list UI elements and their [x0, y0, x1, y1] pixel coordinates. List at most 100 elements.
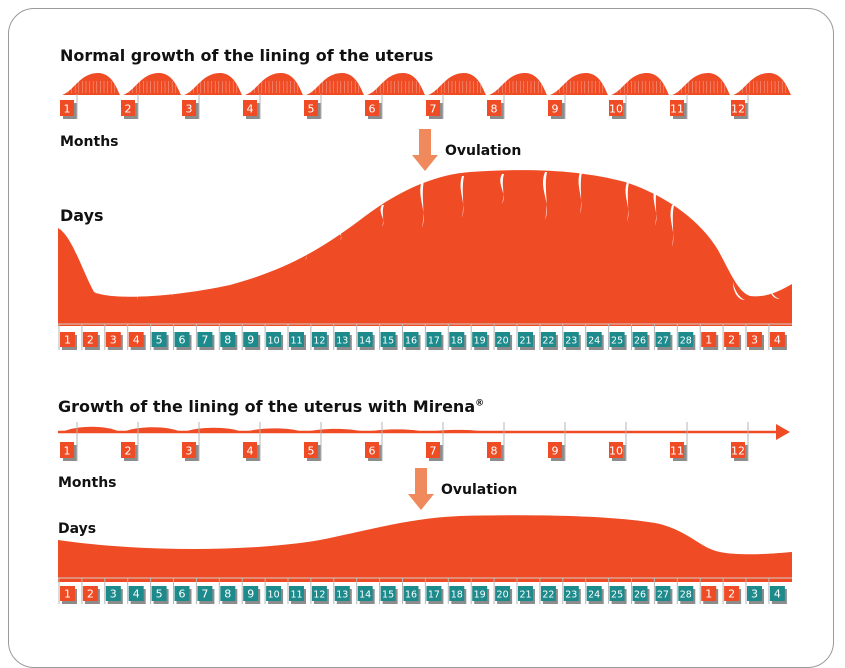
ovulation-label-normal: Ovulation — [445, 143, 521, 159]
day-marker-mirena-label: 14 — [359, 590, 371, 601]
day-marker-normal-label: 17 — [428, 336, 440, 347]
mirena-timeline-arrowhead — [776, 424, 790, 440]
day-marker-mirena-label: 16 — [405, 590, 417, 601]
day-marker-normal-label: 24 — [588, 336, 600, 347]
month-marker-mirena-label: 6 — [369, 445, 376, 458]
day-marker-mirena-label: 15 — [382, 590, 394, 601]
day-marker-normal-label: 14 — [359, 336, 371, 347]
day-marker-normal-label: 25 — [611, 336, 623, 347]
month-marker-normal-label: 4 — [247, 103, 254, 116]
day-marker-normal-label: 27 — [657, 336, 669, 347]
month-marker-normal-label: 11 — [670, 103, 684, 116]
day-marker-normal-label: 22 — [542, 336, 554, 347]
day-marker-normal-label: 8 — [224, 334, 231, 347]
normal-growth-title: Normal growth of the lining of the uteru… — [60, 46, 433, 65]
day-marker-normal-label: 11 — [290, 336, 302, 347]
day-marker-mirena-label: 23 — [565, 590, 577, 601]
mirena-title-text: Growth of the lining of the uterus with … — [58, 397, 475, 416]
day-marker-mirena-label: 5 — [156, 588, 163, 601]
registered-mark: ® — [475, 399, 484, 409]
days-label-mirena: Days — [58, 521, 96, 537]
day-marker-normal-label: 23 — [565, 336, 577, 347]
day-marker-mirena-label: 22 — [542, 590, 554, 601]
day-marker-normal-label: 21 — [519, 336, 531, 347]
day-marker-mirena-label: 7 — [201, 588, 208, 601]
month-marker-mirena-label: 5 — [308, 445, 315, 458]
day-marker-mirena-label: 26 — [634, 590, 646, 601]
day-marker-normal-label: 1 — [64, 334, 71, 347]
day-marker-mirena-label: 4 — [774, 588, 781, 601]
day-marker-mirena-label: 20 — [497, 590, 509, 601]
day-marker-normal-label: 2 — [728, 334, 735, 347]
month-marker-mirena-label: 8 — [491, 445, 498, 458]
day-marker-normal-label: 12 — [313, 336, 325, 347]
day-marker-normal-label: 1 — [705, 334, 712, 347]
day-marker-mirena-label: 9 — [247, 588, 254, 601]
day-marker-normal-label: 3 — [110, 334, 117, 347]
month-marker-mirena-label: 12 — [731, 445, 745, 458]
day-marker-mirena-label: 8 — [224, 588, 231, 601]
day-marker-mirena-label: 21 — [519, 590, 531, 601]
day-marker-normal-label: 26 — [634, 336, 646, 347]
gland-drip — [217, 280, 220, 288]
day-marker-mirena-label: 2 — [728, 588, 735, 601]
ovulation-label-mirena: Ovulation — [441, 482, 517, 498]
day-marker-mirena-label: 10 — [268, 590, 280, 601]
day-marker-normal-label: 7 — [201, 334, 208, 347]
month-marker-normal-label: 7 — [430, 103, 437, 116]
month-marker-normal-label: 3 — [186, 103, 193, 116]
day-marker-mirena-label: 28 — [680, 590, 692, 601]
day-marker-normal-label: 5 — [156, 334, 163, 347]
month-marker-normal-label: 12 — [731, 103, 745, 116]
day-marker-normal-label: 9 — [247, 334, 254, 347]
days-label-normal: Days — [60, 206, 104, 225]
monthly-lining-humps — [58, 73, 793, 95]
day-marker-normal-label: 4 — [774, 334, 781, 347]
month-marker-mirena-label: 7 — [430, 445, 437, 458]
day-marker-mirena-label: 12 — [313, 590, 325, 601]
day-marker-normal-label: 2 — [87, 334, 94, 347]
months-label-normal: Months — [60, 134, 119, 150]
day-marker-mirena-label: 6 — [179, 588, 186, 601]
day-marker-normal-label: 20 — [497, 336, 509, 347]
day-marker-normal-label: 13 — [336, 336, 348, 347]
day-marker-normal-label: 28 — [680, 336, 692, 347]
month-marker-mirena-label: 9 — [552, 445, 559, 458]
day-marker-mirena-label: 11 — [290, 590, 302, 601]
day-marker-mirena-label: 13 — [336, 590, 348, 601]
day-marker-normal-label: 10 — [268, 336, 280, 347]
day-marker-mirena-label: 25 — [611, 590, 623, 601]
day-marker-mirena-label: 2 — [87, 588, 94, 601]
month-marker-normal-label: 9 — [552, 103, 559, 116]
day-marker-mirena-label: 19 — [474, 590, 486, 601]
month-marker-mirena-label: 11 — [670, 445, 684, 458]
month-marker-normal-label: 10 — [609, 103, 623, 116]
day-marker-normal-label: 15 — [382, 336, 394, 347]
month-marker-normal-label: 1 — [64, 103, 71, 116]
day-marker-normal-label: 18 — [451, 336, 463, 347]
day-marker-mirena-label: 24 — [588, 590, 600, 601]
day-marker-mirena-label: 4 — [133, 588, 140, 601]
day-marker-normal-label: 4 — [133, 334, 140, 347]
month-marker-mirena-label: 10 — [609, 445, 623, 458]
gland-drip — [259, 266, 262, 275]
day-marker-mirena-label: 3 — [751, 588, 758, 601]
month-marker-normal-label: 8 — [491, 103, 498, 116]
month-marker-normal-label: 2 — [125, 103, 132, 116]
month-marker-mirena-label: 4 — [247, 445, 254, 458]
day-marker-mirena-label: 1 — [705, 588, 712, 601]
day-marker-mirena-label: 27 — [657, 590, 669, 601]
day-marker-normal-label: 6 — [179, 334, 186, 347]
day-marker-mirena-label: 18 — [451, 590, 463, 601]
ovulation-arrow-mirena — [408, 468, 434, 510]
month-marker-mirena-label: 1 — [64, 445, 71, 458]
daily-lining-curve-normal — [58, 170, 792, 326]
mirena-growth-title: Growth of the lining of the uterus with … — [58, 397, 484, 416]
day-marker-normal-label: 19 — [474, 336, 486, 347]
day-marker-normal-label: 16 — [405, 336, 417, 347]
months-label-mirena: Months — [58, 475, 117, 491]
day-marker-mirena-label: 1 — [64, 588, 71, 601]
day-marker-mirena-label: 17 — [428, 590, 440, 601]
ovulation-arrow-normal — [412, 129, 438, 171]
